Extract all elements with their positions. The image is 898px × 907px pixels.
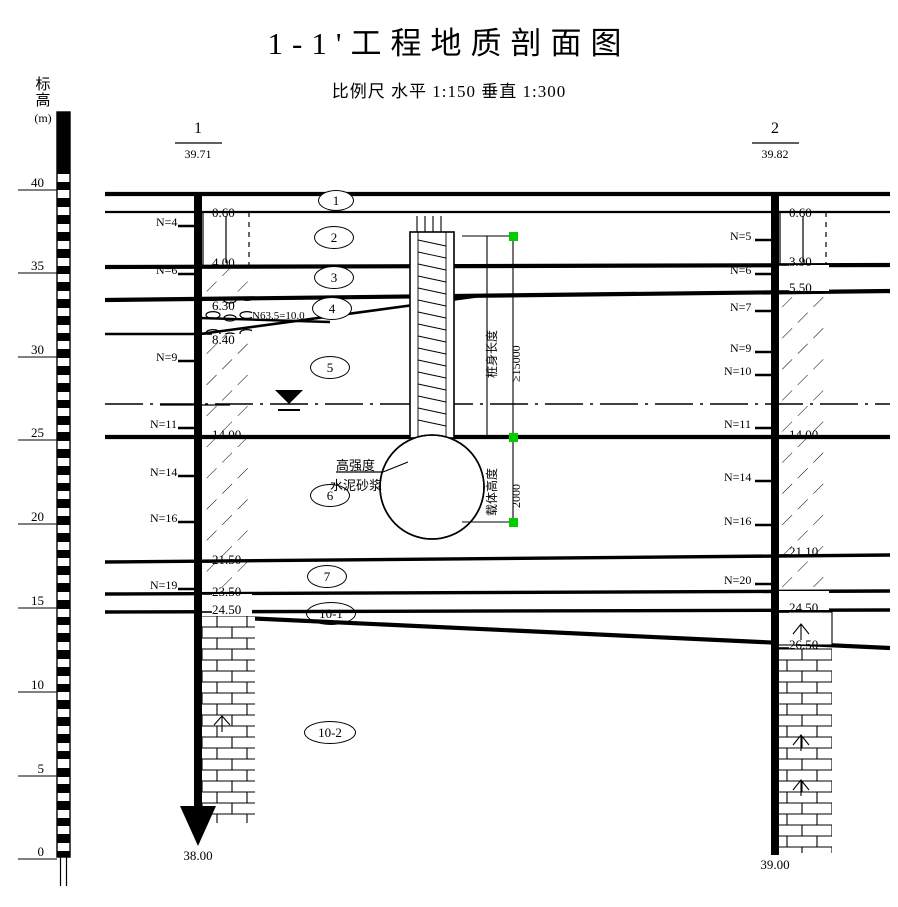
mortar-label-line2: 水泥砂浆 [330,478,383,493]
bh2-n-value: N=16 [724,514,752,528]
layer-marker-1: 1 [318,190,354,211]
bh1-n-value: N=16 [150,511,178,525]
bh1-n-value: N=11 [150,417,177,431]
layer-marker-10-1: 10-1 [306,602,356,625]
axis-tick-label: 30 [31,342,44,357]
bh2-n-value: N=10 [724,364,752,378]
bh2-n-value: N=11 [724,417,751,431]
axis-tick-label: 25 [31,425,44,440]
bh1-n-value: N=14 [150,465,178,479]
bh2-depth: 21.10 [789,544,819,559]
layer-marker-5: 5 [310,356,350,379]
axis-label-line3: (m) [34,111,52,125]
bearing-bulb [379,434,485,540]
bh2-n-value: N=7 [730,300,752,314]
bh2-depth: 24.50 [789,600,819,615]
layer-marker-10-2: 10-2 [304,721,356,744]
dimension-lines [462,232,518,527]
bh1-depth: 6.30 [212,298,235,313]
axis-label-line2: 高 [35,93,51,109]
axis-tick-label: 15 [31,593,44,608]
bh1-depth: 24.50 [212,602,242,617]
bh1-n-value: N=19 [150,578,178,592]
bh1-depth: 0.60 [212,205,235,220]
mortar-label-line1: 高强度 [336,458,376,473]
pile-length-label: 桩身长度 [485,329,499,378]
bulb-height-value: 2000 [509,484,523,508]
borehole-1-bottom-depth: 38.00 [183,848,213,863]
elevation-ruler [18,111,71,886]
bh1-spt-note: N63.5=10.0 [252,310,305,322]
bh1-depth: 14.00 [212,427,242,442]
bh1-n-value: N=6 [156,263,178,277]
axis-tick-label: 20 [31,509,44,524]
axis-tick-label: 35 [31,258,44,273]
borehole-2-bottom-depth: 39.00 [760,857,790,872]
borehole-2-column [755,194,833,855]
bh2-depth: 3.90 [789,254,812,269]
bh1-n-value: N=9 [156,350,178,364]
axis-tick-label: 5 [37,761,45,776]
bh1-depth: 23.50 [212,584,242,599]
layer-marker-3: 3 [314,266,354,289]
bh2-depth: 14.00 [789,427,819,442]
layer-marker-6: 6 [310,484,350,507]
layer-marker-7: 7 [307,565,347,588]
pile-structure [336,216,485,540]
borehole-1-column [160,194,331,846]
axis-tick-label: 0 [37,844,45,859]
page-subtitle: 比例尺 水平 1:150 垂直 1:300 [331,82,567,101]
axis-tick-label: 10 [31,677,44,692]
layer-marker-2: 2 [314,226,354,249]
borehole-1-number[interactable]: 1 [194,120,202,137]
bh2-depth: 5.50 [789,280,812,295]
bh2-n-value: N=9 [730,341,752,355]
bh1-depth: 8.40 [212,332,235,347]
bh1-depth: 4.00 [212,255,235,270]
bh2-n-value: N=5 [730,229,752,243]
bh2-n-value: N=20 [724,573,752,587]
layer-marker-4: 4 [312,297,352,320]
axis-label-line1: 标 [35,77,51,93]
bulb-height-label: 载体高度 [485,467,499,516]
bh2-n-value: N=14 [724,470,752,484]
page-title: 1-1'工程地质剖面图 [267,26,631,61]
bh2-depth: 26.50 [789,637,819,652]
borehole-2-elevation: 39.82 [761,147,789,161]
bh2-n-value: N=6 [730,263,752,277]
bh1-n-value: N=4 [156,215,178,229]
borehole-2-number[interactable]: 2 [771,120,779,137]
borehole-1-elevation: 39.71 [184,147,212,161]
bh1-depth: 21.50 [212,552,242,567]
pile-length-value: ≥15000 [509,345,523,382]
bh2-depth: 0.60 [789,205,812,220]
axis-tick-label: 40 [31,175,44,190]
